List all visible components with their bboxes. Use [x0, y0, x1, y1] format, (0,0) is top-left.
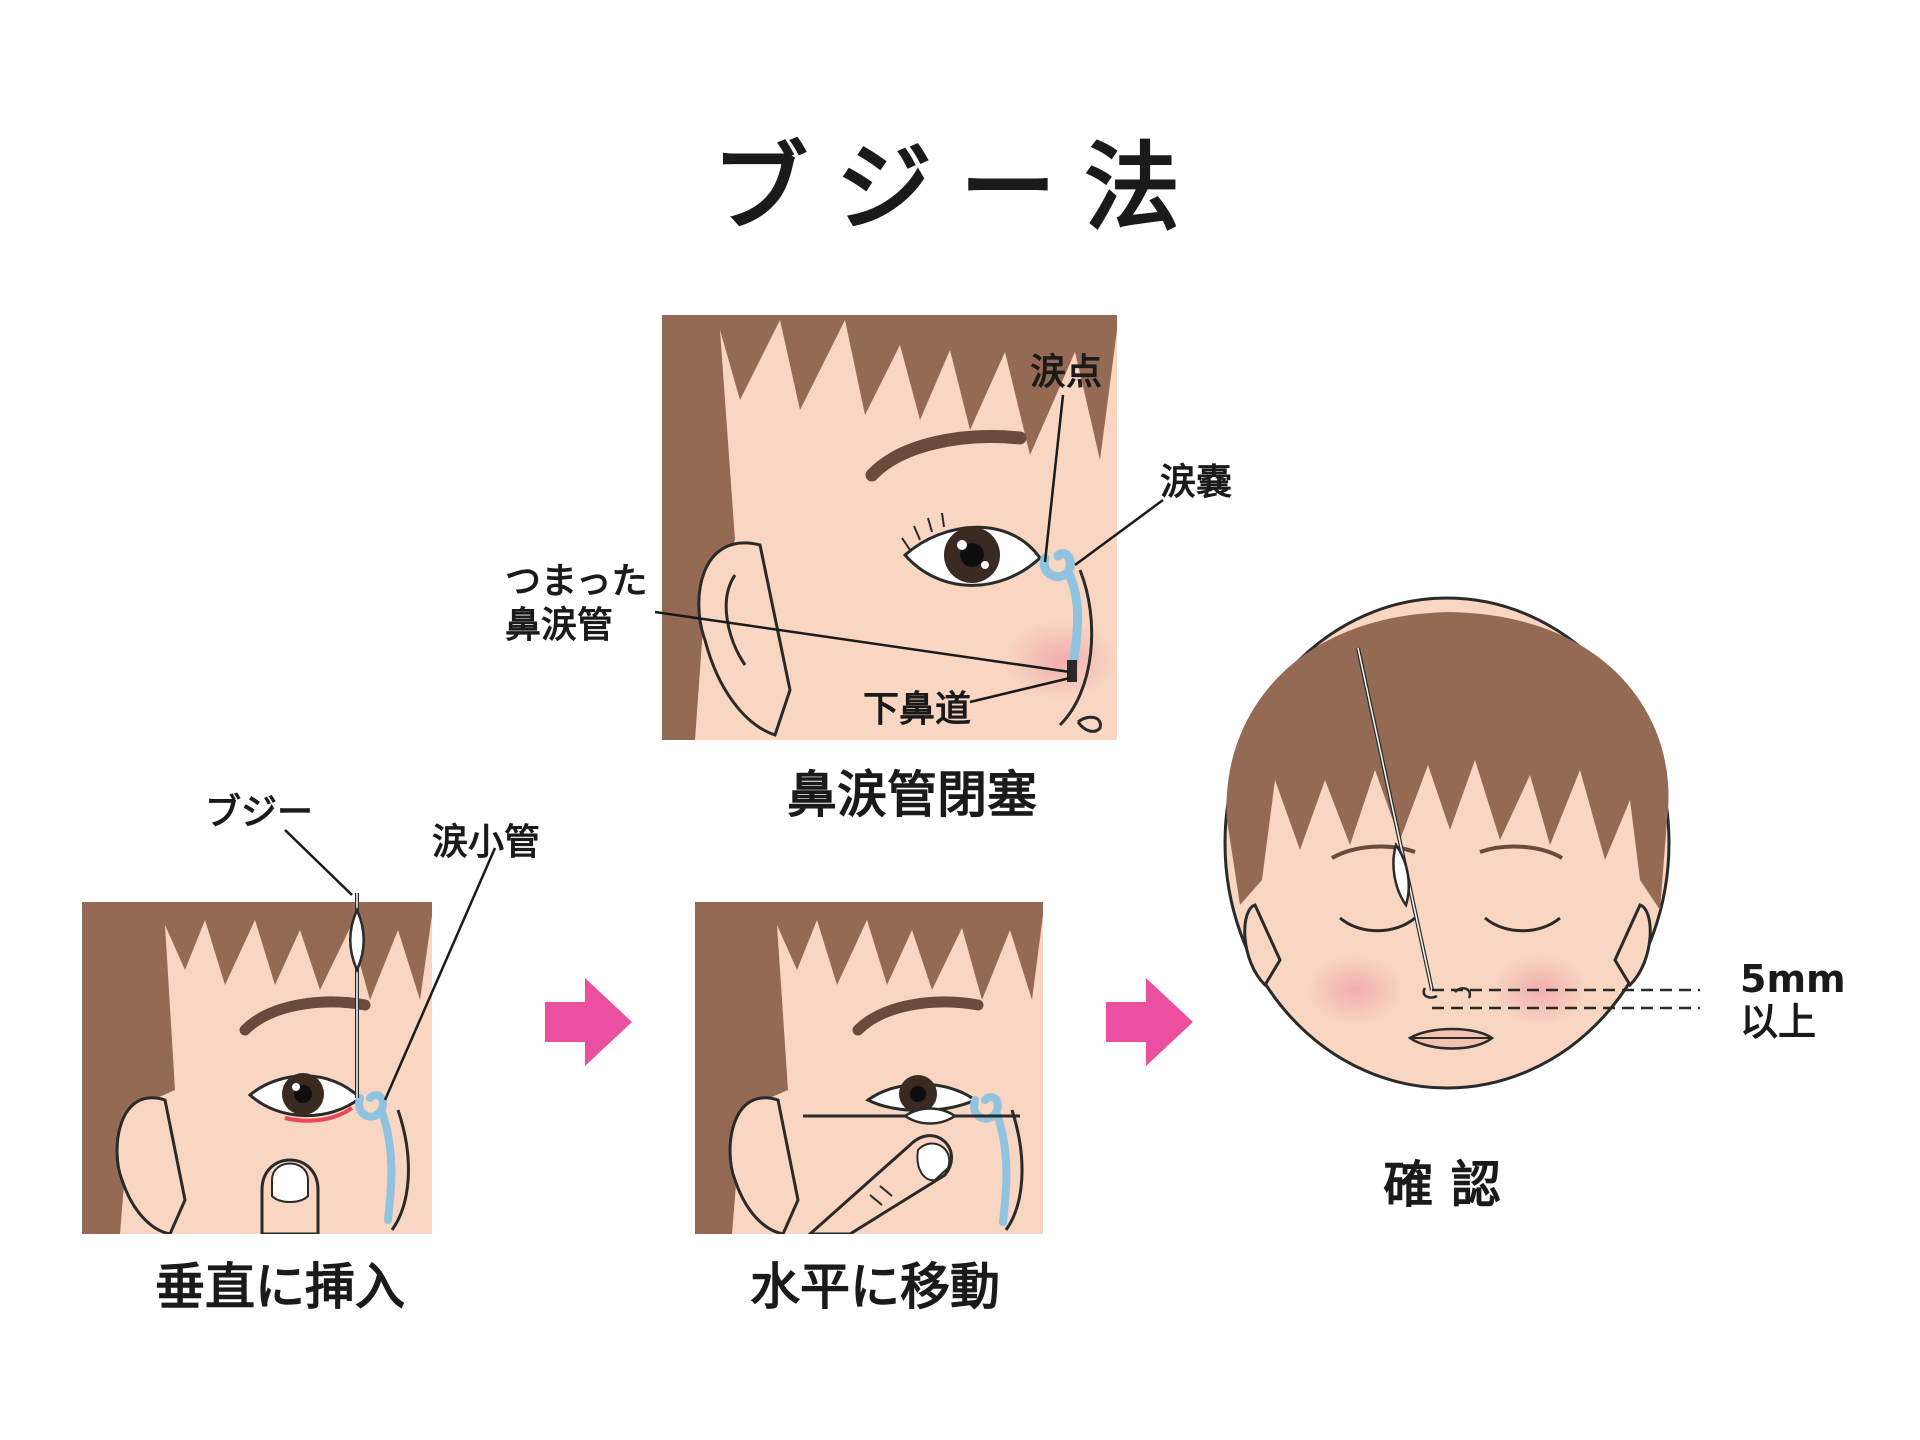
hair	[1226, 612, 1669, 910]
step1-leader-lines	[284, 829, 497, 1101]
hair	[662, 315, 1117, 740]
label-depth-or-more: 以上	[1740, 1000, 1817, 1044]
fingernail	[271, 1162, 309, 1203]
eyebrow	[852, 996, 984, 1036]
ear	[728, 1096, 800, 1234]
label-canaliculus: 涙小管	[432, 822, 541, 863]
finger	[807, 1134, 953, 1234]
label-lacrimal-sac: 涙嚢	[1160, 462, 1233, 503]
closed-eye-right	[1484, 916, 1561, 933]
label-blocked-duct: つまった 鼻涙管	[505, 560, 648, 648]
depth-markers	[1432, 988, 1700, 1010]
hair	[695, 902, 1043, 1234]
pupil	[960, 543, 984, 567]
label-bougie: ブジー	[205, 792, 314, 833]
bougie-horizontal	[803, 1107, 1020, 1125]
label-blocked-duct-line2: 鼻涙管	[505, 605, 614, 646]
nasolacrimal-duct	[1063, 567, 1083, 670]
lower-eyelid-red	[284, 1106, 354, 1123]
step1-face-panel	[82, 902, 432, 1234]
label-blocked-duct-line1: つまった	[505, 561, 648, 602]
ear-left	[1243, 903, 1282, 988]
hair	[82, 902, 432, 1234]
eyelashes	[901, 512, 945, 551]
nostril	[1076, 715, 1102, 733]
nose-outline	[1004, 1109, 1024, 1231]
arrow-right-icon	[545, 978, 632, 1066]
ear	[697, 541, 792, 737]
eyebrow-right	[1479, 844, 1564, 860]
ear-inner-line	[724, 574, 747, 666]
label-depth-5mm: 5mm	[1740, 957, 1846, 1001]
caption-top: 鼻涙管閉塞	[787, 766, 1037, 824]
inferior-meatus-leader	[969, 676, 1071, 704]
finger-crease	[869, 1185, 893, 1206]
punctum-leader	[1043, 394, 1065, 563]
bougie-rod-highlight	[1357, 647, 1433, 991]
step3-face	[1223, 596, 1671, 1090]
nose-outline	[390, 1109, 410, 1231]
label-inferior-meatus: 下鼻道	[863, 689, 972, 730]
top-leader-lines	[654, 394, 1164, 704]
eye-highlight	[957, 540, 967, 550]
cheek-blush	[1005, 620, 1115, 700]
label-punctum: 涙点	[1030, 352, 1103, 393]
fingernail	[916, 1142, 951, 1182]
bougie-bulb	[902, 1107, 958, 1125]
caption-step3: 確 認	[1383, 1156, 1501, 1214]
cheek-blush-left	[1307, 955, 1403, 1025]
ear	[115, 1096, 187, 1234]
page-title: ブジー法	[712, 132, 1208, 244]
eye-highlight-small	[981, 561, 989, 569]
sac-leader	[1074, 498, 1164, 567]
pupil	[910, 1086, 926, 1102]
eyebrow	[865, 430, 1027, 482]
ear-right	[1613, 903, 1652, 988]
caption-step1: 垂直に挿入	[155, 1258, 405, 1316]
step2-face-panel	[695, 902, 1043, 1234]
closed-eye-left	[1339, 916, 1416, 933]
eyebrow	[239, 996, 371, 1036]
bougie-vertical	[349, 893, 365, 1098]
nasolacrimal-duct	[993, 1110, 1011, 1226]
bougie-confirm	[1356, 647, 1434, 991]
blocked-duct-leader	[654, 610, 1071, 674]
caption-step2: 水平に移動	[750, 1258, 1000, 1316]
nasolacrimal-duct	[378, 1108, 396, 1224]
canaliculus-leader	[383, 847, 497, 1101]
blockage	[1067, 660, 1077, 682]
bougie-leader	[284, 829, 353, 896]
eye-highlight	[292, 1083, 300, 1091]
arrow-right-icon	[1106, 978, 1193, 1066]
bougie-bulb	[349, 906, 365, 974]
eyebrow-left	[1331, 844, 1416, 860]
bougie-bulb	[1392, 842, 1410, 908]
top-face-panel	[662, 315, 1117, 740]
nose-outline	[1058, 569, 1094, 727]
